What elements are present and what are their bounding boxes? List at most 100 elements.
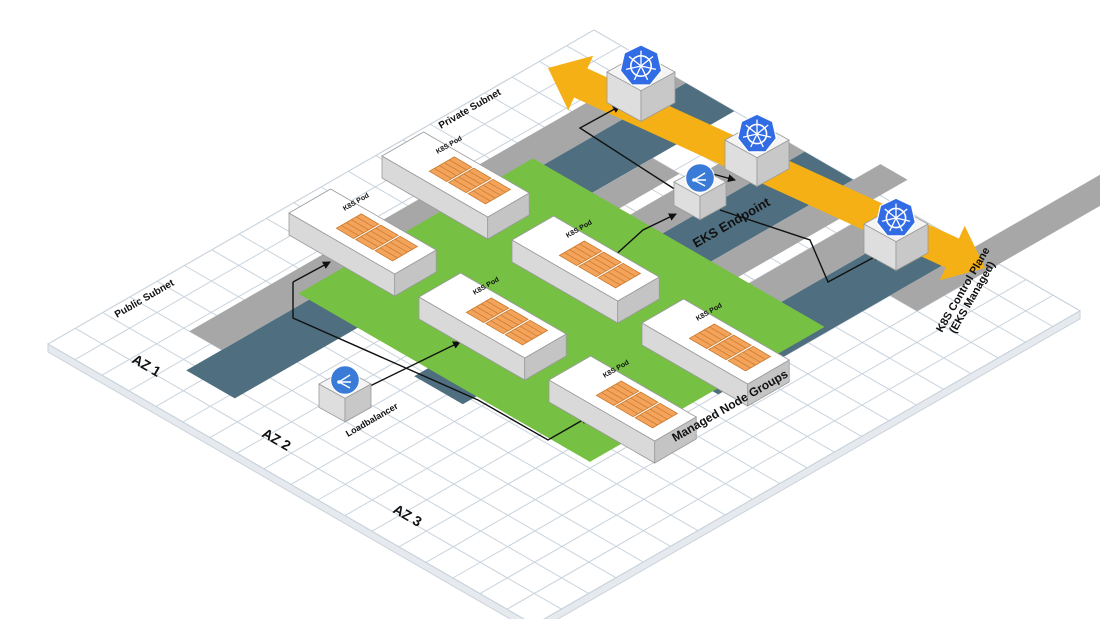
server-slot <box>439 165 457 177</box>
server-slot <box>732 357 751 369</box>
server-slot <box>606 389 624 401</box>
server-slot <box>458 176 477 188</box>
server-column <box>428 156 473 182</box>
server-slot <box>644 411 663 423</box>
server-slot <box>649 408 668 420</box>
k8s-pod: K8S Pod <box>548 355 697 464</box>
server-slot <box>472 190 491 202</box>
helm-spoke <box>640 65 657 71</box>
server-column <box>504 319 549 346</box>
server-slot <box>564 252 582 263</box>
server-slot <box>495 317 514 329</box>
server-slot <box>588 260 607 272</box>
connector-arrow <box>292 282 589 441</box>
k8s-pod: K8S Pod <box>288 188 437 297</box>
server-slot <box>723 340 742 352</box>
helm-spoke <box>884 208 897 219</box>
server-slot <box>620 403 639 415</box>
server-slot <box>718 343 737 355</box>
helm-spoke <box>742 133 758 138</box>
server-slot <box>486 300 504 312</box>
gridline <box>452 263 1000 579</box>
server-slot <box>482 184 501 196</box>
helm-spoke <box>745 124 758 135</box>
server-slot <box>612 268 631 280</box>
helm-spoke <box>628 55 642 67</box>
server-column <box>614 391 659 418</box>
helm-spoke <box>640 65 649 81</box>
server-slot <box>356 216 374 228</box>
server-slot <box>635 394 654 406</box>
server-slot <box>514 328 533 340</box>
server-slot <box>704 329 722 341</box>
server-column <box>707 334 752 361</box>
server-slot <box>583 263 602 275</box>
node-group-green-area <box>298 158 825 462</box>
server-slot <box>593 257 612 269</box>
k8s-pod: K8S Pod <box>418 272 567 381</box>
server-slot <box>346 222 364 234</box>
gridline <box>506 294 1054 610</box>
server-slot <box>611 386 629 398</box>
server-slot <box>384 244 403 256</box>
server-slot <box>394 238 413 250</box>
server-slot <box>471 309 489 320</box>
server-slot <box>639 414 658 426</box>
server-slot <box>476 306 494 318</box>
helm-spoke <box>756 133 764 148</box>
server-slot <box>389 241 408 253</box>
server-column <box>335 213 380 239</box>
connector-arrow <box>369 341 461 387</box>
server-slot <box>747 348 766 360</box>
helm-spoke <box>640 55 654 67</box>
gridline <box>543 310 1081 619</box>
server-slot <box>519 325 538 337</box>
server-grid-icon <box>428 156 512 205</box>
kubernetes-helm-icon <box>619 44 663 86</box>
helm-spoke <box>750 133 758 148</box>
server-slot <box>434 168 452 179</box>
server-column <box>447 167 492 194</box>
control-plane-node-2 <box>724 113 790 188</box>
server-column <box>374 235 419 262</box>
server-slot <box>449 159 467 171</box>
helm-spoke <box>895 217 903 232</box>
server-slot <box>463 173 482 185</box>
server-grid-icon <box>335 213 419 262</box>
kubernetes-helm-icon <box>737 113 777 153</box>
server-slot <box>602 274 621 286</box>
server-slot <box>490 320 509 332</box>
gridline <box>479 279 1027 595</box>
server-slot <box>728 337 747 349</box>
server-slot <box>569 249 587 261</box>
helm-spoke <box>889 217 897 232</box>
icon-disc <box>685 163 715 193</box>
server-grid-icon <box>595 380 679 429</box>
icon-disc <box>330 365 360 395</box>
icon-branches <box>693 172 706 187</box>
server-slot <box>616 383 634 395</box>
k8s-pod: K8S Pod <box>641 298 790 407</box>
connector-arrow <box>719 209 881 283</box>
server-slot <box>487 181 506 193</box>
server-grid-icon <box>465 297 549 346</box>
server-slot <box>713 346 732 358</box>
server-slot <box>351 219 369 231</box>
helm-spoke <box>756 133 772 138</box>
server-slot <box>607 271 626 283</box>
loadbalancer-cube <box>318 365 372 423</box>
icon-branches <box>338 374 351 389</box>
helm-spoke <box>895 208 908 219</box>
managed-node-group-area <box>298 158 825 462</box>
connector-arrow <box>578 105 677 191</box>
server-grid-icon <box>558 240 642 289</box>
server-column <box>727 345 772 372</box>
server-grid-icon <box>688 323 772 372</box>
server-column <box>688 323 733 349</box>
helm-spoke <box>633 65 642 81</box>
server-column <box>577 251 622 278</box>
server-slot <box>370 230 389 242</box>
control-plane-node-1 <box>606 44 676 122</box>
load-balancer-icon <box>330 365 360 395</box>
server-slot <box>709 326 727 338</box>
